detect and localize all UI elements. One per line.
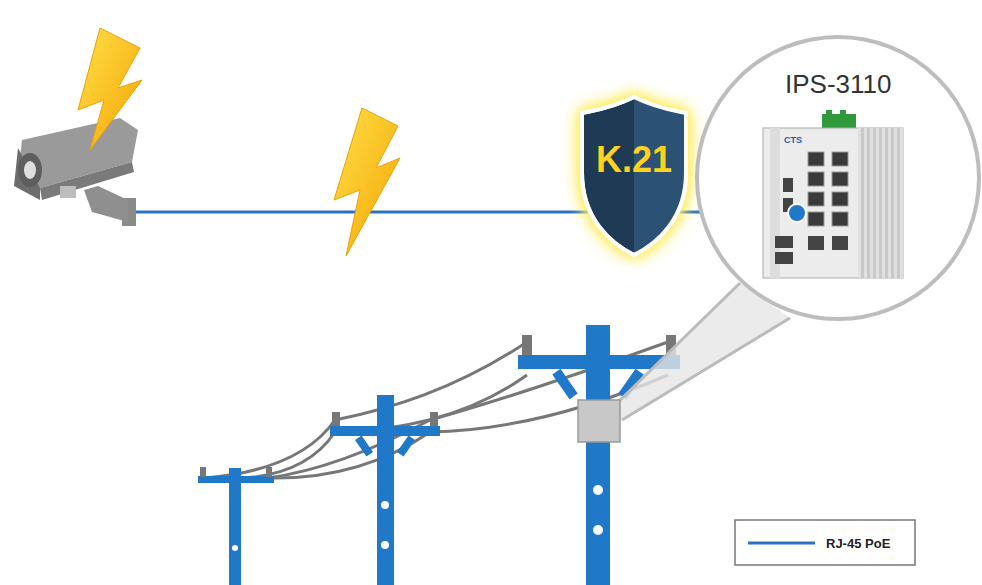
magnifier-callout: IPS-3110 [695, 35, 981, 321]
switch-enclosure [578, 400, 620, 442]
legend-line-sample [748, 542, 815, 545]
legend-text: RJ-45 PoE [826, 536, 890, 551]
standard-label: K.21 [596, 139, 672, 181]
legend-frame [735, 520, 915, 565]
device-logo: CTS [784, 135, 802, 145]
lightning-bolt [334, 108, 400, 256]
utility-pole-small [198, 467, 274, 585]
leader-line [612, 283, 740, 408]
magnifier-cone [612, 283, 790, 420]
utility-pole-middle [330, 395, 440, 585]
leader-line [622, 318, 790, 420]
lightning-bolt [78, 28, 142, 150]
poe-cable [132, 211, 798, 214]
device-name: IPS-3110 [785, 69, 891, 100]
cctv-camera [14, 118, 138, 226]
protection-shield: K.21 [578, 93, 690, 259]
